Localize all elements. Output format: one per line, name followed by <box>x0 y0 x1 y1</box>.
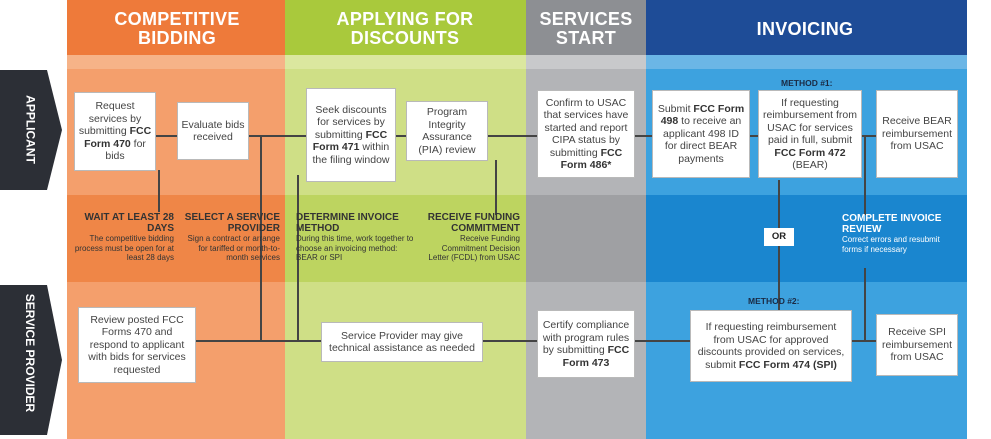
determine-body: During this time, work together to choos… <box>296 234 414 262</box>
wait-28-days-label: WAIT AT LEAST 28 DAYS The competitive bi… <box>72 212 174 263</box>
connector-determine <box>297 175 299 341</box>
technical-assistance-box: Service Provider may give technical assi… <box>321 322 483 362</box>
receive-spi-text: Receive SPI reimbursement from USAC <box>881 326 953 364</box>
applying-band-3 <box>285 195 526 282</box>
review-forms-box: Review posted FCC Forms 470 and respond … <box>78 307 196 383</box>
competitive-header <box>67 0 285 55</box>
funding-body: Receive Funding Commitment Decision Lett… <box>428 234 520 262</box>
services-title: SERVICES START <box>539 9 633 48</box>
competitive-band-1 <box>67 55 285 69</box>
connector-or <box>778 180 780 312</box>
confirm-text: Confirm to USAC that services have start… <box>543 96 629 159</box>
select-provider-label: SELECT A SERVICE PROVIDER Sign a contrac… <box>178 212 280 263</box>
service-provider-text: SERVICE PROVIDER <box>23 293 37 413</box>
form-473-label: FCC Form 473 <box>562 344 630 369</box>
complete-review-label: COMPLETE INVOICE REVIEW Correct errors a… <box>842 213 942 254</box>
method1-text-end: (BEAR) <box>792 159 828 171</box>
services-band-3 <box>526 195 646 282</box>
invoicing-header <box>646 0 967 55</box>
applicant-flow-line <box>150 135 880 137</box>
determine-title: DETERMINE INVOICE METHOD <box>296 212 399 234</box>
services-band-1 <box>526 55 646 69</box>
applying-header <box>285 0 526 55</box>
applying-title: APPLYING FOR DISCOUNTS <box>336 9 474 48</box>
certify-text: Certify compliance with program rules by… <box>542 319 630 356</box>
method-1-box: If requesting reimbursement from USAC fo… <box>758 90 862 178</box>
receive-spi-box: Receive SPI reimbursement from USAC <box>876 314 958 376</box>
request-text: Request services by submitting <box>78 100 142 138</box>
complete-title: COMPLETE INVOICE REVIEW <box>842 213 942 235</box>
submit498-text: Submit <box>657 102 694 115</box>
competitive-title: COMPETITIVE BIDDING <box>114 9 240 48</box>
connector-funding <box>495 160 497 215</box>
services-header <box>526 0 646 55</box>
method-1-label: METHOD #1: <box>781 78 833 88</box>
request-services-box: Request services by submitting FCC Form … <box>74 92 156 171</box>
determine-method-label: DETERMINE INVOICE METHOD During this tim… <box>296 212 414 263</box>
invoicing-band-1 <box>646 55 967 69</box>
connector-complete <box>864 135 866 215</box>
submit498-text-end: to receive an applicant 498 ID for direc… <box>663 115 742 165</box>
invoicing-title: INVOICING <box>756 18 854 39</box>
review-text: Review posted FCC Forms 470 and respond … <box>88 313 186 376</box>
form-470-label: FCC Form 470 <box>84 125 152 150</box>
wait-title: WAIT AT LEAST 28 DAYS <box>84 212 174 234</box>
service-provider-row-label: SERVICE PROVIDER <box>23 278 37 428</box>
seek-text: Seek discounts for services by submittin… <box>314 103 387 141</box>
invoicing-band-3 <box>646 195 967 282</box>
competitive-band-3 <box>67 195 285 282</box>
select-title: SELECT A SERVICE PROVIDER <box>184 212 280 234</box>
submit-498-box: Submit FCC Form 498 to receive an applic… <box>652 90 750 178</box>
certify-compliance-box: Certify compliance with program rules by… <box>537 310 635 378</box>
method-2-label: METHOD #2: <box>748 296 800 306</box>
applying-band-1 <box>285 55 526 69</box>
connector-complete-2 <box>864 268 866 342</box>
receive-bear-text: Receive BEAR reimbursement from USAC <box>881 115 953 153</box>
method-2-box: If requesting reimbursement from USAC fo… <box>690 310 852 382</box>
applicant-row-label: APPLICANT <box>23 95 38 164</box>
form-471-label: FCC Form 471 <box>312 128 388 154</box>
select-body: Sign a contract or arrange for tariffed … <box>187 234 281 262</box>
form-486-label: FCC Form 486* <box>560 146 623 172</box>
seek-text-end: within the filing window <box>312 141 390 166</box>
service-provider-row-marker <box>0 285 62 435</box>
evaluate-text: Evaluate bids received <box>181 118 245 144</box>
seek-discounts-box: Seek discounts for services by submittin… <box>306 88 396 182</box>
pia-review-box: Program Integrity Assurance (PIA) review <box>406 101 488 161</box>
request-text-end: for bids <box>105 137 146 163</box>
provider-flow-line <box>190 340 880 342</box>
method2-text: If requesting reimbursement from USAC fo… <box>697 321 845 371</box>
form-498-label: FCC Form 498 <box>660 102 745 128</box>
wait-body: The competitive bidding process must be … <box>74 234 174 262</box>
applicant-row-marker <box>0 70 62 190</box>
confirm-services-box: Confirm to USAC that services have start… <box>537 90 635 178</box>
receive-bear-box: Receive BEAR reimbursement from USAC <box>876 90 958 178</box>
or-badge: OR <box>764 228 794 246</box>
funding-commitment-label: RECEIVE FUNDING COMMITMENT Receive Fundi… <box>420 212 520 263</box>
evaluate-bids-box: Evaluate bids received <box>177 102 249 160</box>
form-472-label: FCC Form 472 <box>774 146 846 159</box>
connector-wait <box>158 170 160 212</box>
form-474-label: FCC Form 474 (SPI) <box>738 358 837 371</box>
pia-text: Program Integrity Assurance (PIA) review <box>418 106 476 156</box>
complete-body: Correct errors and resubmit forms if nec… <box>842 235 940 254</box>
connector-select <box>260 135 262 342</box>
method1-text: If requesting reimbursement from USAC fo… <box>763 96 857 147</box>
funding-title: RECEIVE FUNDING COMMITMENT <box>427 212 520 234</box>
assist-text: Service Provider may give technical assi… <box>329 329 475 355</box>
